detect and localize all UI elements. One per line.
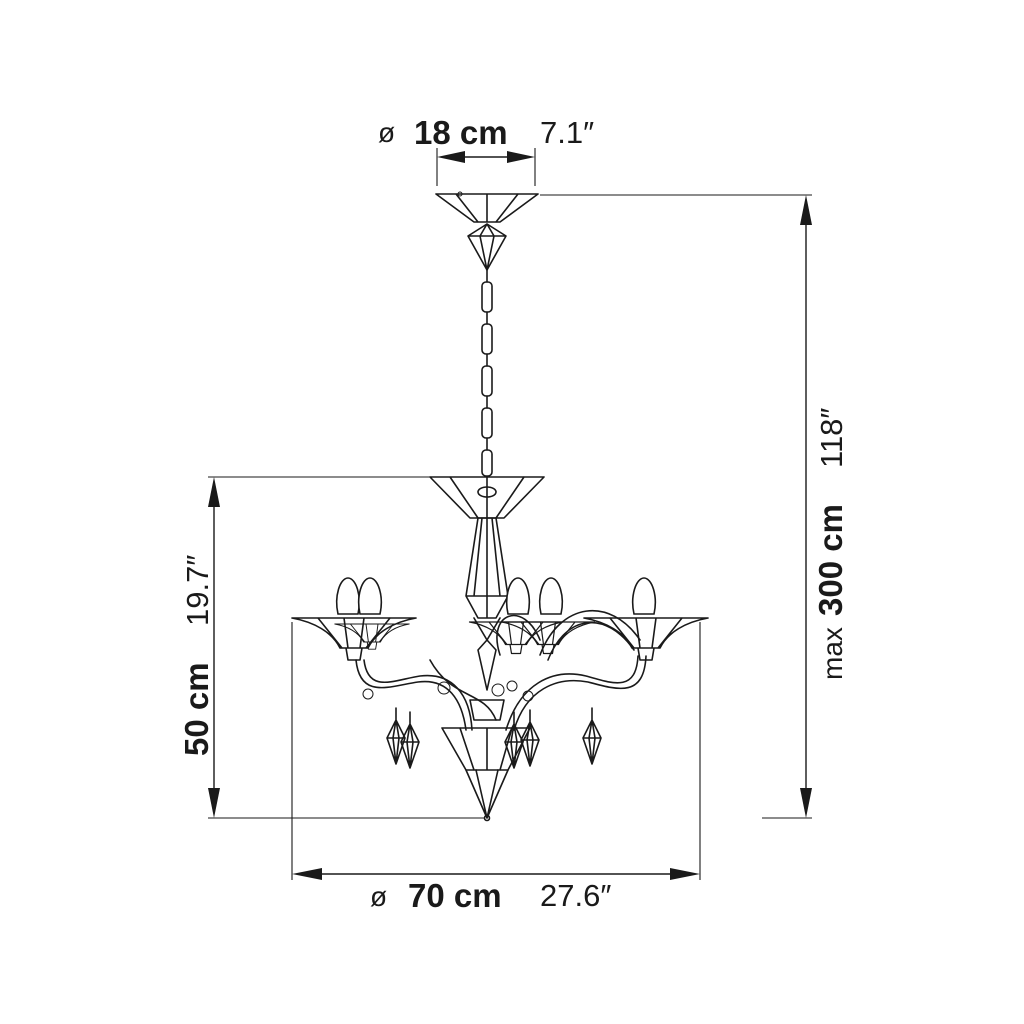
canopy-diameter-imperial: 7.1″	[540, 115, 594, 150]
decorative-knots	[362, 191, 534, 702]
canopy-diameter-metric: 18 cm	[414, 114, 508, 151]
candle-bulbs	[335, 577, 657, 615]
top-bobeche	[429, 476, 545, 519]
body-height-metric: 50 cm	[178, 662, 215, 756]
bulb-5	[631, 577, 657, 615]
canopy-dimension: ø 18 cm 7.1″	[378, 114, 594, 186]
bulb-3	[505, 577, 531, 615]
height-arrow-top	[800, 195, 812, 225]
bulb-2	[357, 577, 383, 615]
width-diameter-imperial: 27.6″	[540, 878, 611, 913]
width-diameter-metric: 70 cm	[408, 877, 502, 914]
body-height-imperial: 19.7″	[180, 555, 215, 626]
height-arrow-bottom	[800, 788, 812, 818]
bulb-4	[538, 577, 564, 615]
bottom-finial	[441, 727, 531, 822]
width-arrow-right	[670, 868, 700, 880]
suspension-chain	[481, 269, 493, 477]
overall-height-dimension: max 300 cm 118″	[540, 194, 849, 819]
canopy-arrow-right	[507, 151, 535, 163]
height-label: max 300 cm 118″	[812, 408, 849, 680]
chandelier-illustration	[291, 191, 709, 822]
height-max-metric: 300 cm	[812, 504, 849, 616]
canopy-arrow-left	[437, 151, 465, 163]
body-height-label: 50 cm 19.7″	[178, 555, 215, 756]
body-arrow-top	[208, 477, 220, 507]
body-height-dimension: 50 cm 19.7″	[178, 476, 484, 819]
height-max-prefix: max	[817, 627, 848, 680]
body-arrow-bottom	[208, 788, 220, 818]
ceiling-canopy	[435, 193, 539, 271]
width-dimension: ø 70 cm 27.6″	[291, 622, 701, 914]
central-column	[465, 517, 509, 721]
bulb-1	[335, 577, 361, 615]
width-arrow-left	[292, 868, 322, 880]
canopy-diameter-symbol: ø	[378, 117, 395, 148]
height-max-imperial: 118″	[814, 408, 849, 468]
chandelier-arms	[355, 609, 647, 731]
width-diameter-symbol: ø	[370, 881, 387, 912]
